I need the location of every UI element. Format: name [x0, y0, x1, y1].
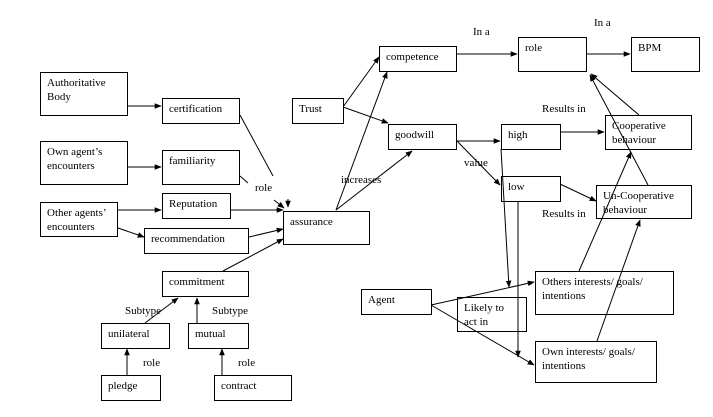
- node-assurance: assurance: [283, 211, 370, 245]
- node-unilateral: unilateral: [101, 323, 170, 349]
- edge-label-role-1: role: [255, 182, 273, 194]
- edge-trust-to-competence: [342, 56, 380, 108]
- edge-label-subtype-2: Subtype: [212, 305, 249, 317]
- node-role: role: [518, 37, 587, 72]
- node-others-interests: Others interests/ goals/ intentions: [535, 271, 674, 315]
- node-recommendation: recommendation: [144, 228, 249, 254]
- node-familiarity: familiarity: [162, 150, 240, 185]
- node-agent: Agent: [361, 289, 432, 315]
- node-bpm: BPM: [631, 37, 700, 72]
- edge-commitment-to-assurance: [222, 238, 284, 272]
- node-mutual: mutual: [188, 323, 249, 349]
- edge-trust-to-goodwill: [342, 106, 389, 124]
- node-contract: contract: [214, 375, 292, 401]
- edge-label-role-2: role: [143, 357, 161, 369]
- node-other-agents-encounters: Other agents’ encounters: [40, 202, 118, 237]
- edge-others-to-cooperative: [578, 151, 632, 272]
- node-likely-to-act-in: Likely to act in: [457, 297, 527, 332]
- edge-label-in-a-1: In a: [473, 26, 490, 38]
- edge-own-to-uncooperative: [596, 219, 641, 342]
- edge-label-increases: increases: [341, 174, 382, 186]
- edge-label-role-3: role: [238, 357, 256, 369]
- edge-cooperative-to-role: [590, 73, 640, 116]
- node-cooperative-behaviour: Cooperative behaviour: [605, 115, 692, 150]
- node-uncooperative-behaviour: Un-Cooperative behaviour: [596, 185, 692, 219]
- edge-assurance-to-competence: [335, 71, 388, 211]
- node-high: high: [501, 124, 561, 150]
- node-reputation: Reputation: [162, 193, 231, 219]
- edge-high-to-likely: [500, 148, 512, 288]
- edge-assurance-to-goodwill: [335, 150, 413, 211]
- edge-other-encounters-to-recommendation: [117, 227, 145, 238]
- edge-agent-to-others: [430, 280, 535, 306]
- node-low: low: [501, 176, 561, 202]
- node-own-agents-encounters: Own agent’s encounters: [40, 141, 128, 185]
- edge-unilateral-to-commitment: [144, 297, 179, 324]
- node-certification: certification: [162, 98, 240, 124]
- edge-certification-to-assurance-head: [273, 199, 285, 209]
- node-commitment: commitment: [162, 271, 249, 297]
- node-pledge: pledge: [101, 375, 161, 401]
- node-trust: Trust: [292, 98, 344, 124]
- edge-label-in-a-2: In a: [594, 17, 611, 29]
- edge-goodwill-to-low: [456, 140, 501, 186]
- node-goodwill: goodwill: [388, 124, 457, 150]
- edge-label-value: value: [464, 157, 488, 169]
- edge-low-to-uncooperative: [559, 183, 597, 202]
- edge-familiarity-to-assurance: [239, 175, 249, 184]
- node-own-interests: Own interests/ goals/ intentions: [535, 341, 657, 383]
- node-authoritative-body: Authoritative Body: [40, 72, 128, 116]
- edge-label-results-in-1: Results in: [542, 103, 586, 115]
- node-competence: competence: [379, 46, 457, 72]
- edge-label-subtype-1: Subtype: [125, 305, 162, 317]
- edge-label-results-in-2: Results in: [542, 208, 586, 220]
- edge-certification-to-assurance: [239, 114, 274, 177]
- edge-uncooperative-to-role: [589, 74, 649, 186]
- edge-recommendation-to-assurance: [248, 227, 284, 238]
